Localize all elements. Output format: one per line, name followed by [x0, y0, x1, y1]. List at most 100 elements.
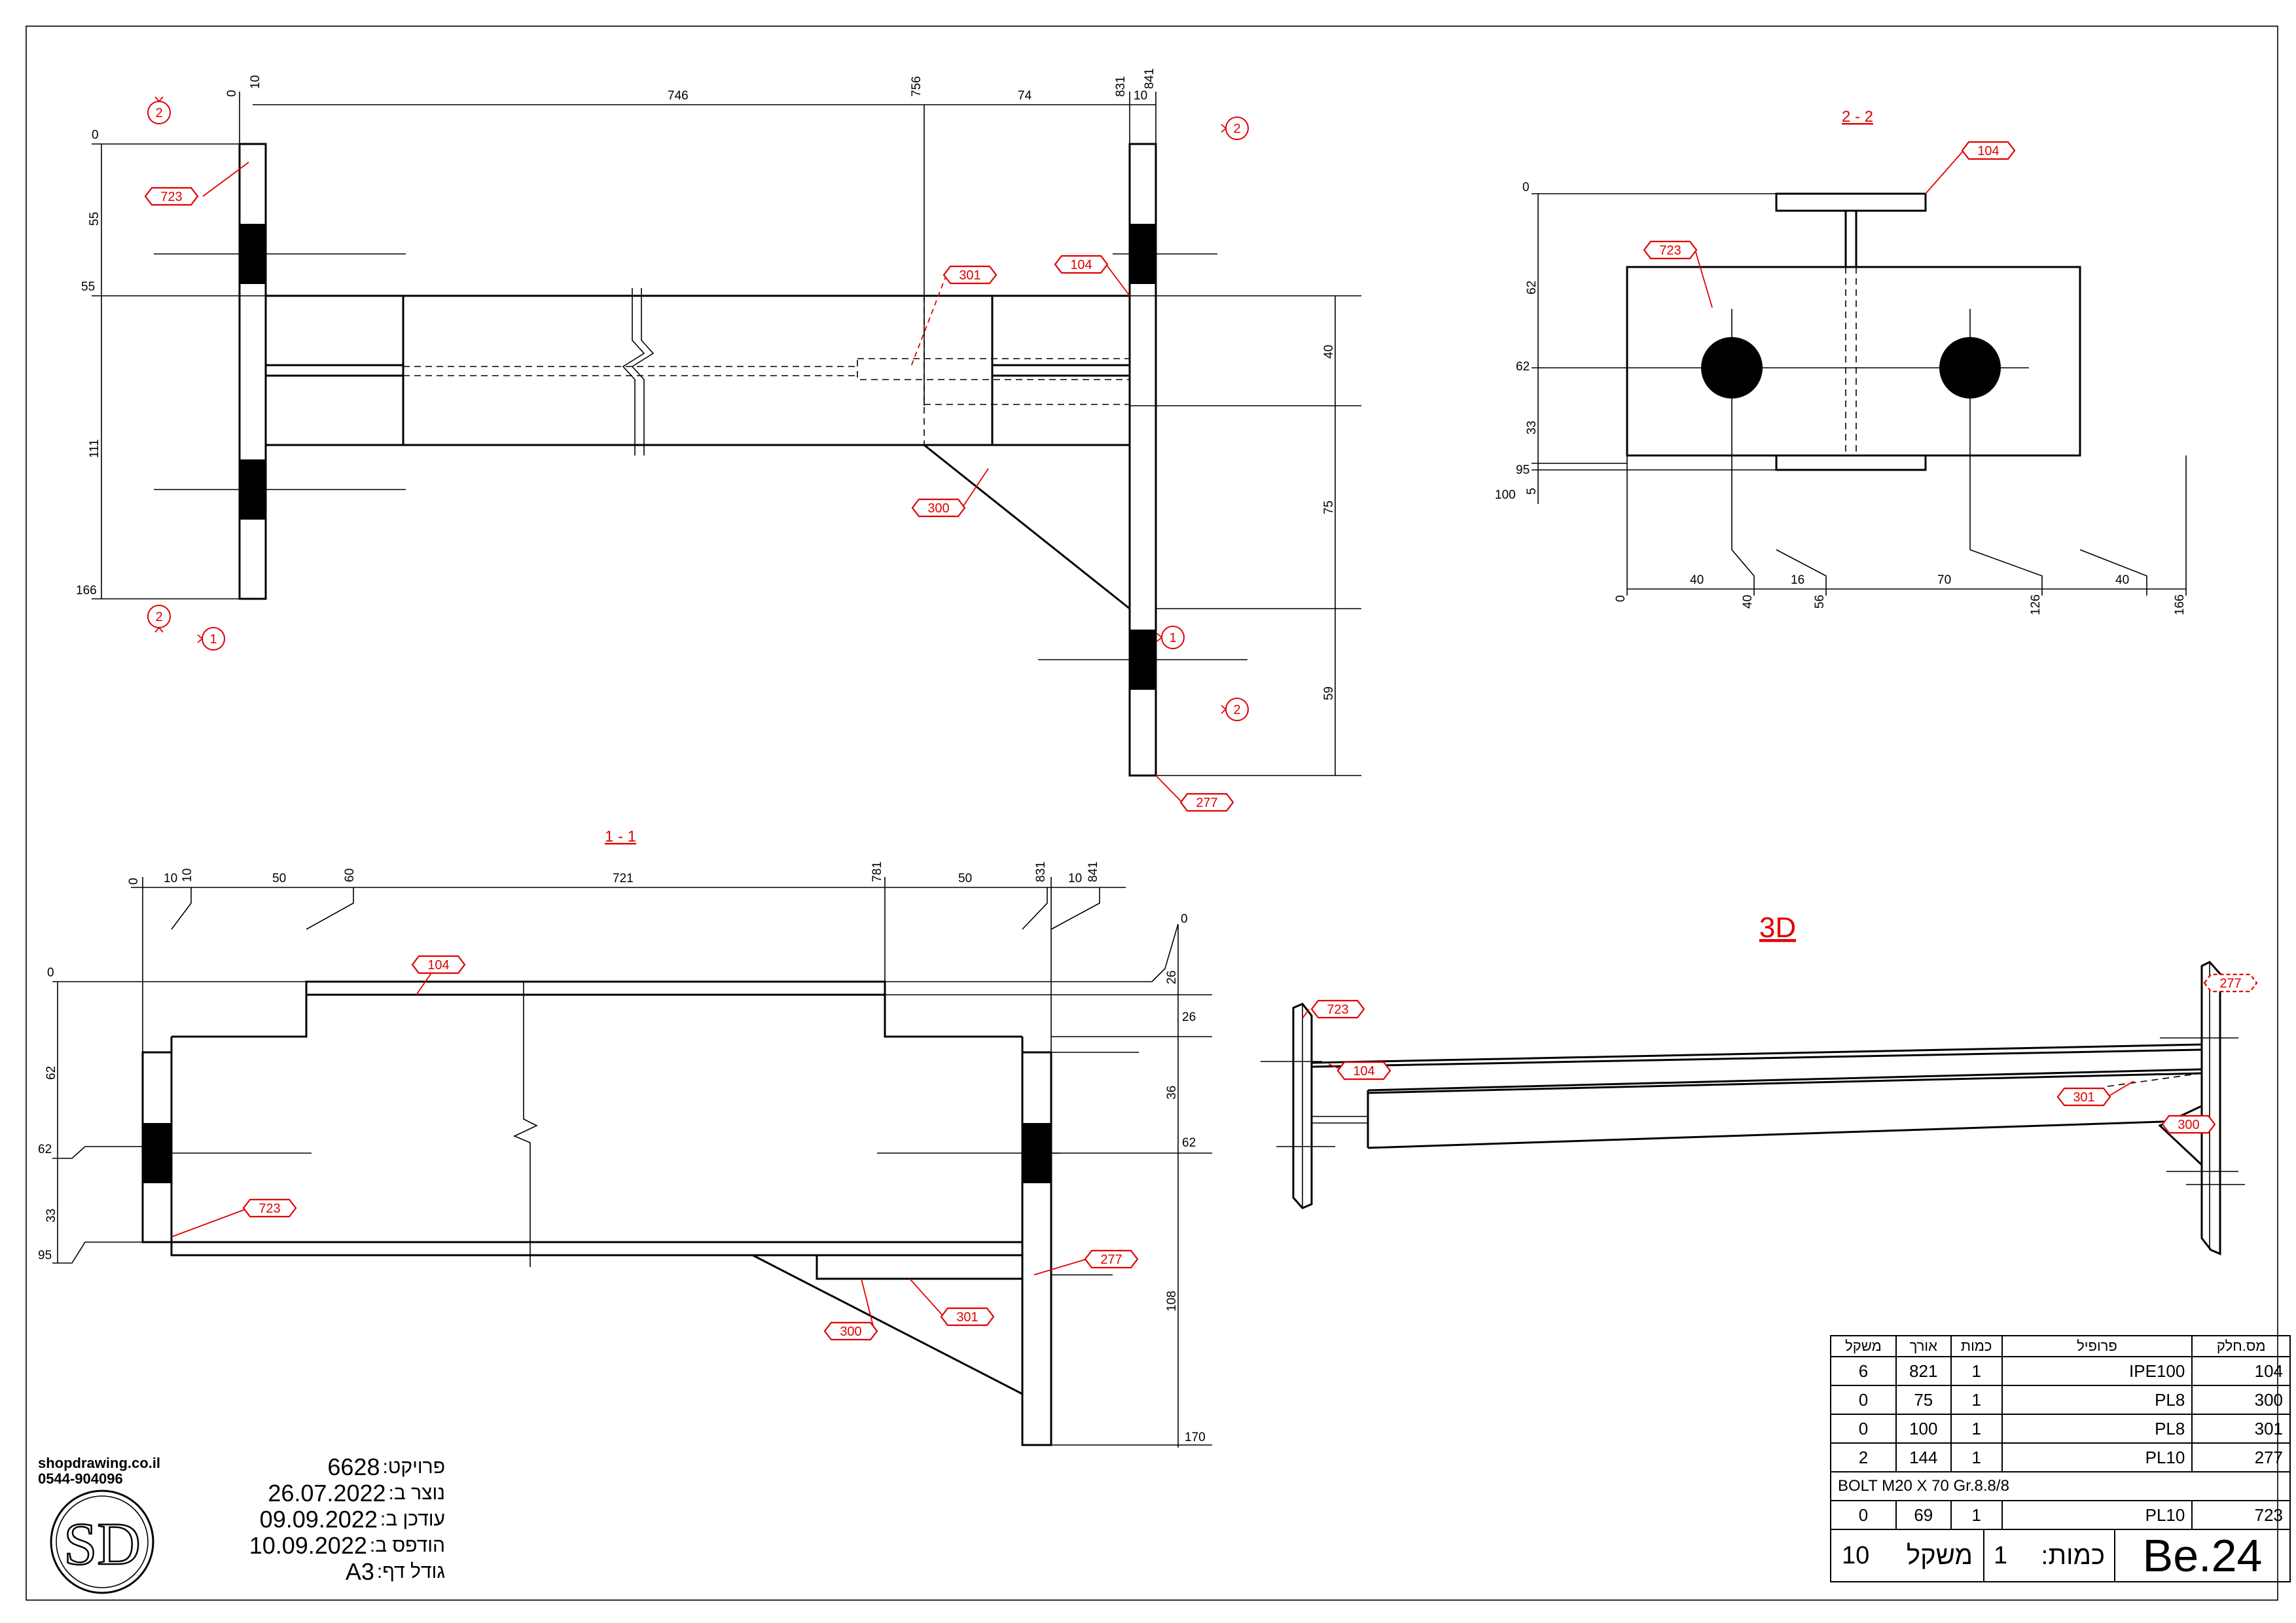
- dim-text: 33: [1525, 421, 1539, 435]
- part-tag-723: 723: [144, 187, 199, 206]
- dim-text: 100: [1495, 488, 1516, 502]
- part-tag-301: 301: [942, 265, 997, 285]
- section-2-2-view: 2 - 2: [1532, 108, 2187, 596]
- dim-text: 95: [1516, 463, 1530, 477]
- bom-header-row: משקל אורך כמות פרופיל מס.חלק: [1830, 1335, 2291, 1357]
- part-tag-723: 723: [1643, 240, 1698, 260]
- svg-text:277: 277: [1100, 1253, 1122, 1267]
- company-contact: shopdrawing.co.il 0544-904096: [38, 1455, 160, 1487]
- bom-weight: 6: [1830, 1356, 1897, 1386]
- dim-text: 841: [1143, 68, 1157, 89]
- dim-text: 831: [1114, 76, 1128, 97]
- beam-body: [264, 294, 1131, 446]
- bom-footer: 10 משקל 1 כמות: Be.24: [1830, 1529, 2291, 1582]
- dim-text: 50: [958, 872, 972, 885]
- total-weight-label: משקל: [1906, 1541, 1973, 1570]
- bom-header-weight: משקל: [1830, 1335, 1897, 1357]
- dim-text: 62: [1182, 1136, 1196, 1150]
- bom-profile: PL8: [2001, 1385, 2193, 1415]
- svg-text:2: 2: [1233, 122, 1240, 136]
- project-info-value: 6628: [327, 1454, 380, 1480]
- section-marker-2: 2: [1221, 698, 1249, 721]
- part-tag-300: 300: [2161, 1115, 2216, 1134]
- bom-part: 277: [2191, 1442, 2291, 1472]
- bom-row: 0 69 1 PL10 723: [1830, 1500, 2291, 1530]
- bom-qty: 1: [1950, 1385, 2003, 1415]
- svg-text:2: 2: [1233, 703, 1240, 717]
- dim-text: 126: [2029, 594, 2043, 615]
- svg-text:300: 300: [927, 501, 949, 516]
- view-3d: 3D: [1261, 912, 2245, 1256]
- bill-of-materials: משקל אורך כמות פרופיל מס.חלק 6 821 1 IPE…: [1830, 1335, 2291, 1582]
- dim-text: 756: [910, 76, 924, 97]
- bom-qty: 1: [1950, 1442, 2003, 1472]
- bom-qty: 1: [1950, 1356, 2003, 1386]
- dim-text: 111: [88, 439, 101, 458]
- part-tag-301: 301: [2056, 1087, 2111, 1107]
- project-info-row: 26.07.2022 נוצר ב:: [190, 1480, 445, 1507]
- part-tag-104: 104: [1336, 1061, 1391, 1080]
- project-info-label: פרויקט:: [382, 1456, 445, 1478]
- view-title: 3D: [1759, 912, 1796, 944]
- dim-text: 10: [1068, 872, 1082, 885]
- section-title: 1 - 1: [605, 828, 636, 846]
- dim-text: 0: [1614, 595, 1628, 602]
- dim-text: 0: [127, 878, 141, 885]
- part-tag-104: 104: [411, 955, 466, 974]
- svg-text:300: 300: [2178, 1118, 2199, 1132]
- section-2-2-dims: 0 62 62 33 95 5 100 0 40 40 16 56 70 126…: [1495, 181, 2187, 615]
- bom-part: 300: [2191, 1385, 2291, 1415]
- svg-text:723: 723: [259, 1202, 280, 1216]
- bolt-hole: [143, 1123, 171, 1183]
- bom-row: 0 75 1 PL8 300: [1830, 1385, 2291, 1415]
- project-info-value: A3: [345, 1558, 374, 1585]
- bom-profile: PL10: [2001, 1500, 2193, 1530]
- project-info-label: גודל דף:: [376, 1561, 445, 1582]
- bom-profile: IPE100: [2001, 1356, 2193, 1386]
- break-line: [513, 982, 538, 1267]
- svg-text:723: 723: [1327, 1003, 1348, 1017]
- bottom-flange: [170, 1241, 1024, 1257]
- svg-text:723: 723: [160, 190, 182, 204]
- bom-length: 75: [1895, 1385, 1952, 1415]
- dim-text: 5: [1525, 488, 1539, 495]
- project-info-row: 6628 פרויקט:: [190, 1454, 445, 1480]
- right-end-plate: [1128, 143, 1157, 777]
- top-flange: [1775, 192, 1927, 212]
- svg-text:104: 104: [1070, 258, 1092, 272]
- part-tag-277: 277: [1084, 1249, 1139, 1269]
- dim-text: 0: [225, 90, 239, 97]
- dim-text: 166: [76, 584, 97, 597]
- project-info-label: עודכן ב:: [380, 1508, 445, 1530]
- bom-row: 0 100 1 PL8 301: [1830, 1414, 2291, 1444]
- svg-text:723: 723: [1659, 243, 1681, 258]
- assembly-qty: 1 כמות:: [1984, 1530, 2115, 1581]
- company-website[interactable]: shopdrawing.co.il: [38, 1455, 161, 1471]
- dim-text: 170: [1185, 1431, 1206, 1444]
- bom-row: 2 144 1 PL10 277: [1830, 1442, 2291, 1472]
- svg-text:2: 2: [155, 106, 162, 120]
- dim-text: 40: [2115, 573, 2129, 587]
- part-tag-104: 104: [1961, 141, 2016, 160]
- dim-text: 26: [1182, 1010, 1196, 1024]
- svg-text:104: 104: [1977, 144, 1999, 158]
- total-weight: 10 משקל: [1831, 1530, 1984, 1581]
- bom-length: 100: [1895, 1414, 1952, 1444]
- project-info-value: 26.07.2022: [268, 1480, 386, 1507]
- svg-text:301: 301: [956, 1310, 978, 1325]
- dim-text: 0: [1181, 912, 1188, 926]
- part-tag-300: 300: [823, 1321, 878, 1341]
- bom-length: 69: [1895, 1500, 1952, 1530]
- bom-profile: PL8: [2001, 1414, 2193, 1444]
- dim-text: 59: [1322, 687, 1336, 700]
- bom-profile: PL10: [2001, 1442, 2193, 1472]
- right-end-plate: [1021, 1051, 1052, 1446]
- part-tag-277: 277: [2203, 973, 2258, 993]
- svg-text:104: 104: [427, 958, 449, 972]
- bom-bolt-row: BOLT M20 X 70 Gr.8.8/8: [1830, 1471, 2291, 1501]
- dim-text: 10: [181, 868, 194, 882]
- bom-weight: 0: [1830, 1500, 1897, 1530]
- part-tag-300: 300: [911, 498, 966, 518]
- total-weight-value: 10: [1842, 1541, 1870, 1569]
- bom-length: 821: [1895, 1356, 1952, 1386]
